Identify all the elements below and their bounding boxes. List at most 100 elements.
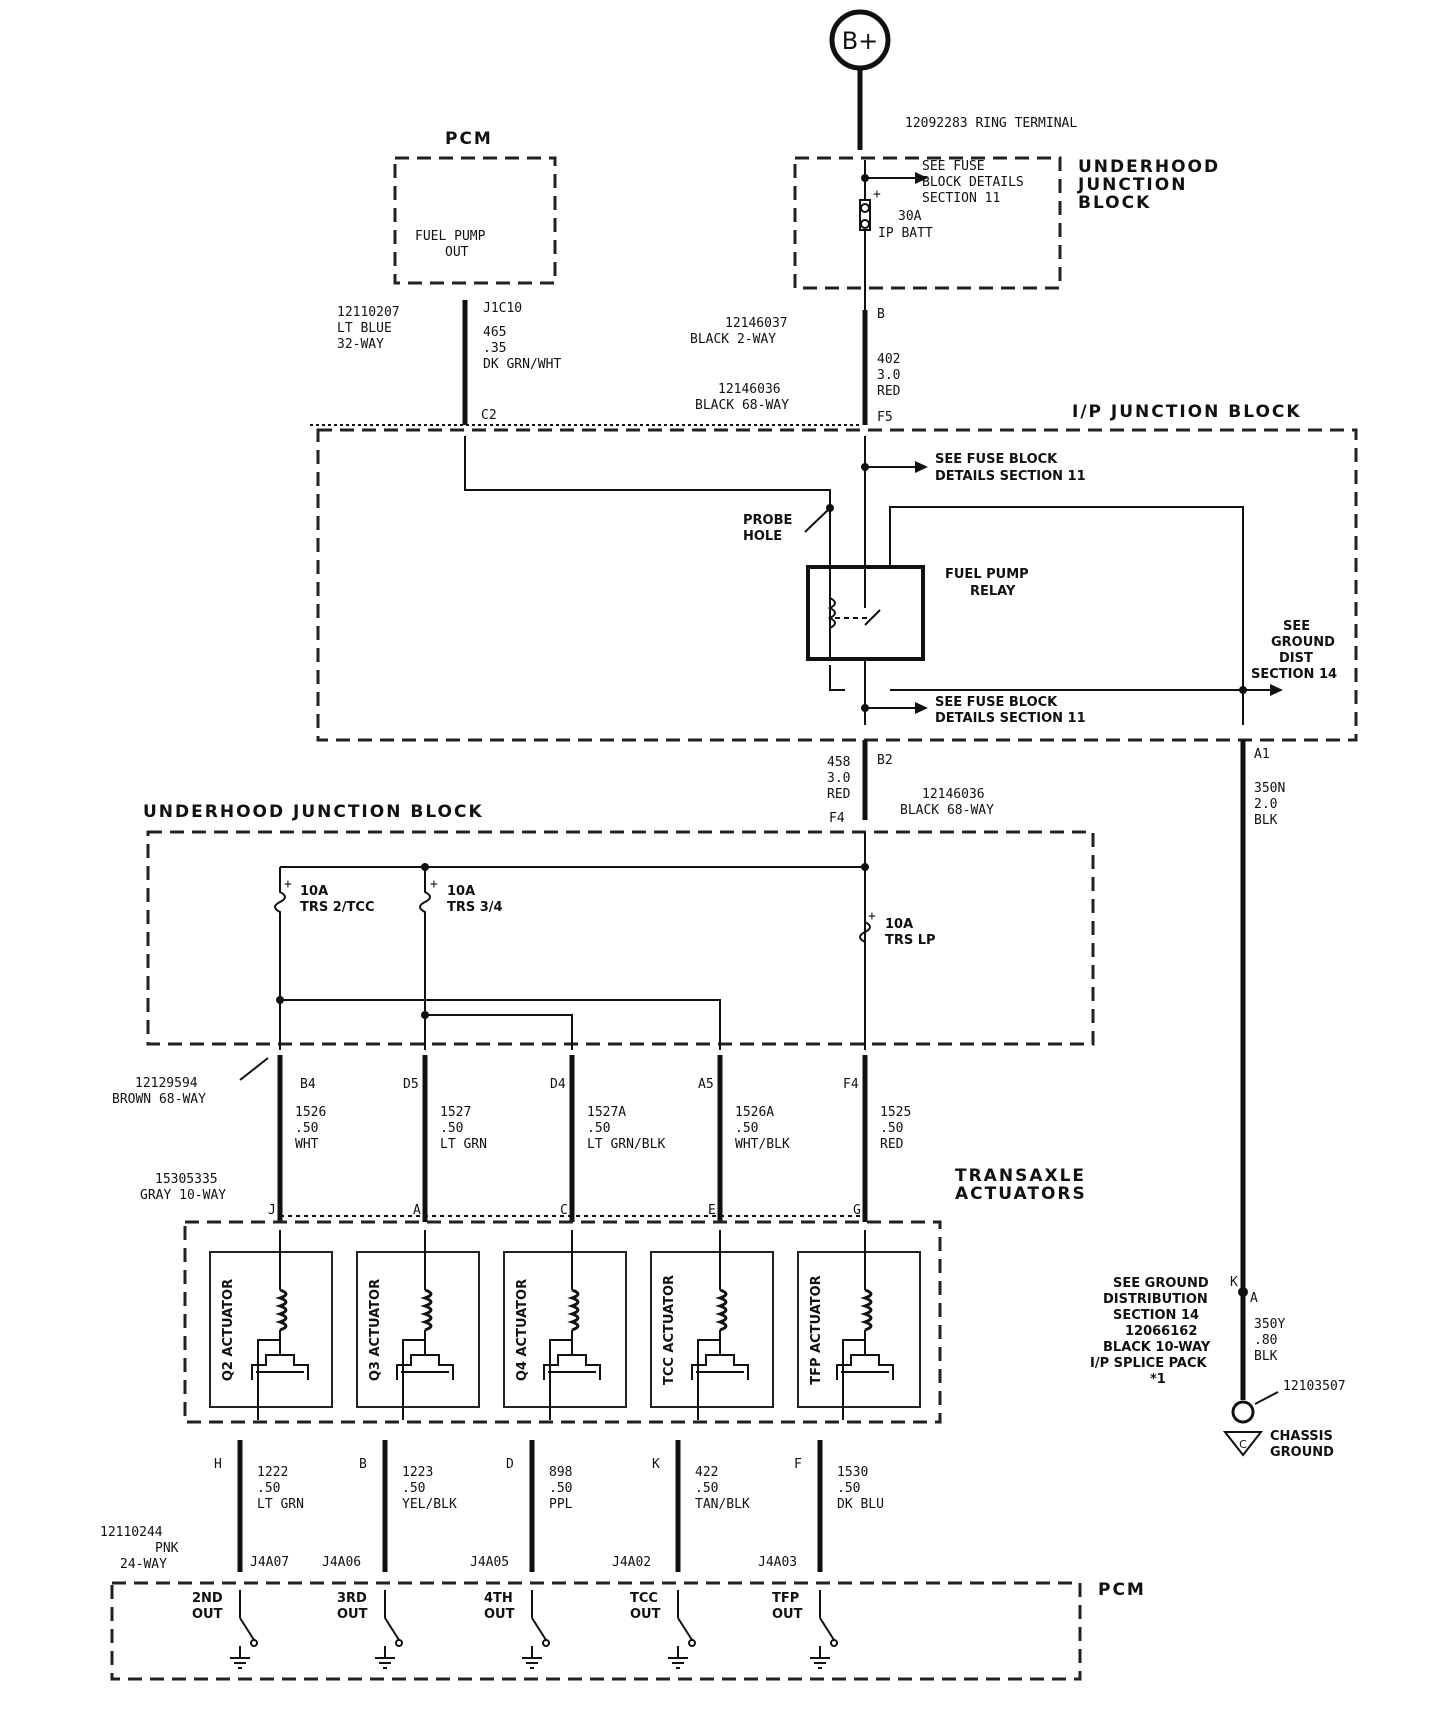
actuator-wire-label: LT GRN/BLK xyxy=(587,1137,665,1152)
wire-465-1: 465 xyxy=(483,325,506,340)
pcm-wire-pin-top: B xyxy=(359,1457,367,1472)
pcm-switch-contact xyxy=(250,1639,258,1647)
conn-68-mid-1: 12146036 xyxy=(922,787,985,802)
pcm-top-output-1: FUEL PUMP xyxy=(415,229,486,244)
wire-402-1: 402 xyxy=(877,352,900,367)
wire-465-3: DK GRN/WHT xyxy=(483,357,561,372)
conn-68-top-1: 12146036 xyxy=(718,382,781,397)
pcm-output-label: 4TH xyxy=(484,1591,513,1606)
wire-350n-2: 2.0 xyxy=(1254,797,1277,812)
chassis-2: GROUND xyxy=(1270,1445,1334,1460)
actuator-wire-label: .50 xyxy=(295,1121,318,1136)
actuator-cell xyxy=(356,1251,480,1408)
pcm-switch-icon xyxy=(531,1617,547,1641)
pcm-wire-pin-bottom: J4A02 xyxy=(612,1555,651,1570)
fuse-1-rating: 10A xyxy=(300,884,328,899)
pcm-wire-pin-top: D xyxy=(506,1457,514,1472)
wire-458-2: 3.0 xyxy=(827,771,850,786)
transaxle-box xyxy=(183,1220,942,1424)
conn-68-top-2: BLACK 68-WAY xyxy=(695,398,789,413)
ground-eyelet-icon xyxy=(1231,1400,1255,1424)
pcm-wire-label: .50 xyxy=(837,1481,860,1496)
splice-dot-ground xyxy=(1239,686,1247,694)
pcm-wire-label: 422 xyxy=(695,1465,718,1480)
pcm-wire-pin-top: H xyxy=(214,1457,222,1472)
ground-note-3: DIST xyxy=(1279,651,1313,666)
eyelet-leader xyxy=(1254,1391,1279,1405)
arrow-right-icon xyxy=(915,172,928,184)
pin-c2: C2 xyxy=(481,408,497,423)
transaxle-title-1: TRANSAXLE xyxy=(955,1166,1086,1186)
probe-hole-2: HOLE xyxy=(743,529,782,544)
pcm-wire-label: 1530 xyxy=(837,1465,868,1480)
actuator-pin-top: F4 xyxy=(843,1077,859,1092)
pcm-switch-icon xyxy=(239,1617,255,1641)
ground-dist-2: DISTRIBUTION xyxy=(1103,1292,1208,1307)
chassis-1: CHASSIS xyxy=(1270,1429,1333,1444)
valve-body-icon xyxy=(691,1354,749,1380)
probe-wire xyxy=(464,436,831,565)
actuator-pin-top: D5 xyxy=(403,1077,419,1092)
actuator-return xyxy=(402,1339,425,1420)
underhood-top-title-3: BLOCK xyxy=(1078,193,1151,213)
actuator-wire-label: 1527 xyxy=(440,1105,471,1120)
wire-350y-3: BLK xyxy=(1254,1349,1278,1364)
pin-a: A xyxy=(1250,1291,1258,1306)
actuator-cell xyxy=(209,1251,333,1408)
splice-pack-dot xyxy=(1238,1287,1248,1297)
actuator-cell xyxy=(650,1251,774,1408)
battery-label: B+ xyxy=(842,27,879,55)
fuse-2-name: TRS 3/4 xyxy=(447,900,503,915)
relay-coil-icon xyxy=(827,597,836,629)
fuse-trs-lp-icon xyxy=(859,867,871,952)
actuator-wire-label: LT GRN xyxy=(440,1137,487,1152)
pcm-wire-label: DK BLU xyxy=(837,1497,884,1512)
actuator-return xyxy=(842,1339,865,1420)
pcm-switch-contact xyxy=(542,1639,550,1647)
wire-402-2: 3.0 xyxy=(877,368,900,383)
relay-ground-wire xyxy=(889,506,1244,725)
wire-465-2: .35 xyxy=(483,341,506,356)
actuator-wire-label: WHT xyxy=(295,1137,319,1152)
pcm-bottom-box xyxy=(110,1581,1082,1681)
pcm-conn-2: LT BLUE xyxy=(337,321,392,336)
ip-fuse-note-top-2: DETAILS SECTION 11 xyxy=(935,469,1086,484)
ground-dist-4: 12066162 xyxy=(1125,1324,1197,1339)
valve-body-icon xyxy=(396,1354,454,1380)
pcm-wire-pin-bottom: J4A07 xyxy=(250,1555,289,1570)
wire-350y-2: .80 xyxy=(1254,1333,1277,1348)
actuator-pin-bottom: A xyxy=(413,1203,421,1218)
pcm-output-label: TFP xyxy=(772,1591,799,1606)
probe-hole-1: PROBE xyxy=(743,513,792,528)
pcm-wire-label: .50 xyxy=(695,1481,718,1496)
fuse-trs-3-4-icon xyxy=(419,867,431,1050)
pcm-conn-3: 32-WAY xyxy=(337,337,384,352)
actuator-label: Q2 ACTUATOR xyxy=(221,1279,236,1381)
actuator-return xyxy=(697,1339,720,1420)
pcm-bottom-conn-3: 24-WAY xyxy=(120,1557,167,1572)
ip-fuse-note-bottom-2: DETAILS SECTION 11 xyxy=(935,711,1086,726)
relay-switch-icon xyxy=(864,609,881,626)
wire-458-1: 458 xyxy=(827,755,850,770)
probe-leader xyxy=(804,507,831,533)
pcm-wire-label: YEL/BLK xyxy=(402,1497,457,1512)
pcm-output-label: 2ND xyxy=(192,1591,223,1606)
ground-dist-5: BLACK 10-WAY xyxy=(1103,1340,1211,1355)
actuator-pin-bottom: G xyxy=(853,1203,861,1218)
actuator-label: Q3 ACTUATOR xyxy=(368,1279,383,1381)
ip-junction-box xyxy=(316,428,1358,742)
conn-2way-1: 12146037 xyxy=(725,316,788,331)
actuator-pin-top: D4 xyxy=(550,1077,566,1092)
pcm-wire-label: .50 xyxy=(549,1481,572,1496)
fuse-plus: + xyxy=(284,877,292,892)
eyelet-part: 12103507 xyxy=(1283,1379,1346,1394)
pcm-wire-label: TAN/BLK xyxy=(695,1497,750,1512)
pin-f4-top: F4 xyxy=(829,811,845,826)
ip-block-title: I/P JUNCTION BLOCK xyxy=(1072,402,1302,422)
actuator-cell xyxy=(797,1251,921,1408)
ground-dist-7: *1 xyxy=(1150,1372,1166,1387)
